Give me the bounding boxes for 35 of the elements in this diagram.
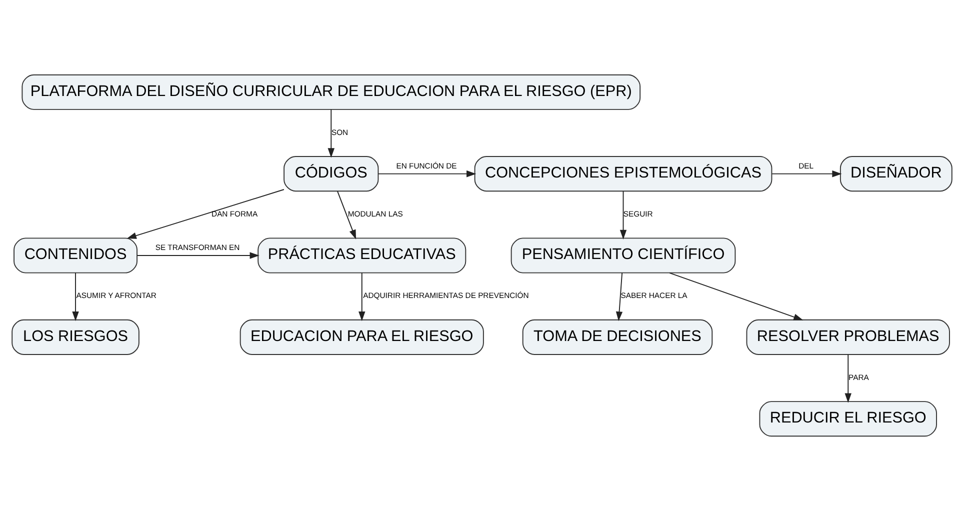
arrow [772, 170, 842, 178]
node-box: CONTENIDOS [14, 238, 138, 274]
node-box: REDUCIR EL RIESGO [759, 401, 937, 437]
edge-label: DEL [798, 161, 814, 170]
edge-label: ASUMIR Y AFRONTAR [76, 291, 156, 300]
edge-label: ADQUIRIR HERRAMIENTAS DE PREVENCIÓN [363, 291, 529, 300]
node-box: TOMA DE DECISIONES [522, 319, 713, 355]
edge-label: SE TRANSFORMAN EN [155, 243, 240, 252]
edge-label: SABER HACER LA [620, 291, 688, 300]
node-box: PLATAFORMA DEL DISEÑO CURRICULAR DE EDUCACION PARA EL RIESGO (EPR) [22, 74, 641, 110]
arrow [136, 252, 260, 259]
node-box: PENSAMIENTO CIENTÍFICO [510, 238, 736, 274]
arrow [328, 109, 334, 158]
arrow [378, 170, 476, 178]
arrow [620, 190, 627, 240]
arrow [669, 272, 804, 320]
node-box: PRÁCTICAS EDUCATIVAS [258, 238, 466, 274]
edge-label: PARA [848, 372, 869, 382]
node-box: EDUCACION PARA EL RIESGO [240, 319, 484, 355]
arrow [126, 189, 284, 239]
arrow [844, 354, 852, 403]
node-box: CONCEPCIONES EPISTEMOLÓGICAS [474, 156, 772, 192]
node-box: RESOLVER PROBLEMAS [746, 319, 950, 355]
node-box: DISEÑADOR [840, 156, 952, 192]
edge-label: SEGUIR [623, 209, 653, 218]
edge-label: DAN FORMA [212, 209, 258, 218]
edge-label: EN FUNCIÓN DE [396, 161, 457, 170]
node-box: LOS RIESGOS [12, 319, 140, 355]
arrow [358, 272, 366, 322]
edge-label: SON [331, 128, 348, 137]
node-box: CÓDIGOS [284, 156, 379, 192]
arrow [337, 190, 356, 240]
arrow [616, 272, 623, 322]
arrow [72, 272, 79, 322]
edge-label: MODULAN LAS [348, 209, 403, 218]
